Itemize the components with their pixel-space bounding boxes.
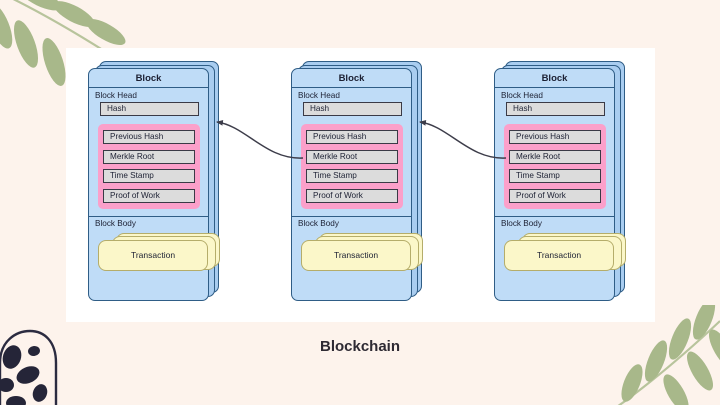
block-3-body-section: Block Body Transaction xyxy=(495,217,626,278)
block-3-hash[interactable]: Hash xyxy=(506,102,605,116)
block-1-proof-of-work[interactable]: Proof of Work xyxy=(103,188,195,203)
block-3-body-label: Block Body xyxy=(501,219,542,228)
block-2-transaction-stack[interactable]: Transaction xyxy=(292,232,423,278)
block-2-previous-hash[interactable]: Previous Hash xyxy=(306,130,398,144)
block-1-highlight-group: Previous Hash Merkle Root Time Stamp Pro… xyxy=(98,124,200,209)
page-caption: Blockchain xyxy=(319,338,401,355)
block-3-merkle-root[interactable]: Merkle Root xyxy=(509,149,601,164)
block-2-time-stamp[interactable]: Time Stamp xyxy=(306,169,398,183)
block-1-merkle-root[interactable]: Merkle Root xyxy=(103,149,195,164)
block-3-card[interactable]: Block Block Head Hash Previous Hash Merk… xyxy=(494,68,626,301)
block-3-time-stamp[interactable]: Time Stamp xyxy=(509,169,601,183)
block-2-hash[interactable]: Hash xyxy=(303,102,402,116)
diagram-panel: Block Block Head Hash Previous Hash Merk… xyxy=(66,48,655,322)
blockchain-diagram: Block Block Head Hash Previous Hash Merk… xyxy=(66,48,655,322)
block-2[interactable]: Block Block Head Hash Previous Hash Merk… xyxy=(291,61,423,303)
block-2-highlight-group: Previous Hash Merkle Root Time Stamp Pro… xyxy=(301,124,403,209)
block-3-title: Block xyxy=(495,69,614,88)
block-2-proof-of-work[interactable]: Proof of Work xyxy=(306,188,398,203)
block-2-body-label: Block Body xyxy=(298,219,339,228)
block-3-head-label: Block Head xyxy=(501,90,543,100)
block-1-title: Block xyxy=(89,69,208,88)
block-1-time-stamp[interactable]: Time Stamp xyxy=(103,169,195,183)
block-1-previous-hash[interactable]: Previous Hash xyxy=(103,130,195,144)
block-1-body-label: Block Body xyxy=(95,219,136,228)
block-1-body-section: Block Body Transaction xyxy=(89,217,220,278)
block-1-card[interactable]: Block Block Head Hash Previous Hash Merk… xyxy=(88,68,220,301)
block-2-merkle-root[interactable]: Merkle Root xyxy=(306,149,398,164)
block-2-body-section: Block Body Transaction xyxy=(292,217,423,278)
block-2-transaction-card-front[interactable]: Transaction xyxy=(301,239,411,271)
block-1-head-section: Block Head Hash Previous Hash Merkle Roo… xyxy=(89,88,208,217)
block-3[interactable]: Block Block Head Hash Previous Hash Merk… xyxy=(494,61,626,303)
block-1-head-label: Block Head xyxy=(95,90,137,100)
block-3-previous-hash[interactable]: Previous Hash xyxy=(509,130,601,144)
block-3-highlight-group: Previous Hash Merkle Root Time Stamp Pro… xyxy=(504,124,606,209)
block-1[interactable]: Block Block Head Hash Previous Hash Merk… xyxy=(88,61,220,303)
block-3-transaction-stack[interactable]: Transaction xyxy=(495,232,626,278)
block-1-transaction-card-front[interactable]: Transaction xyxy=(98,239,208,271)
block-1-transaction-stack[interactable]: Transaction xyxy=(89,232,220,278)
block-3-head-section: Block Head Hash Previous Hash Merkle Roo… xyxy=(495,88,614,217)
block-2-title: Block xyxy=(292,69,411,88)
block-1-hash[interactable]: Hash xyxy=(100,102,199,116)
block-2-head-section: Block Head Hash Previous Hash Merkle Roo… xyxy=(292,88,411,217)
block-3-transaction-card-front[interactable]: Transaction xyxy=(504,239,614,271)
block-3-proof-of-work[interactable]: Proof of Work xyxy=(509,188,601,203)
block-2-head-label: Block Head xyxy=(298,90,340,100)
block-2-card[interactable]: Block Block Head Hash Previous Hash Merk… xyxy=(291,68,423,301)
